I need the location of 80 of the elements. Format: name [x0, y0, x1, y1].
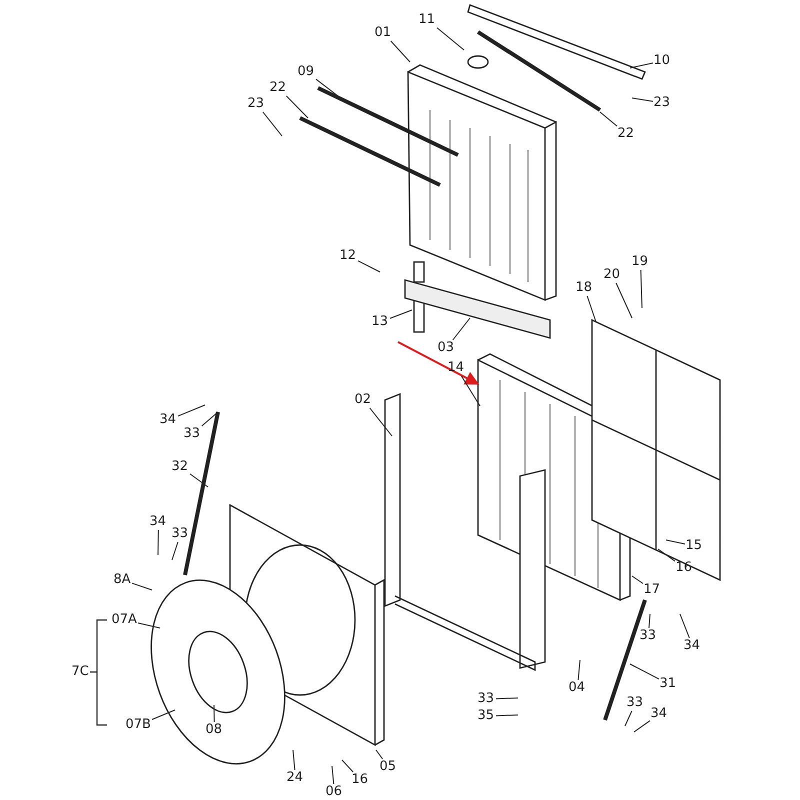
callout-number: 19: [632, 255, 648, 269]
callout-number: 11: [418, 13, 436, 27]
callout-number: 15: [686, 539, 702, 553]
callout-number: 16: [352, 773, 368, 787]
callout-number: 33: [172, 527, 188, 541]
leader-line: [630, 62, 654, 68]
leader-line: [132, 582, 152, 590]
callout-number: 13: [372, 315, 388, 329]
callout-number: 09: [298, 65, 314, 79]
callout-number: 05: [380, 760, 396, 774]
callout-number: 8A: [114, 573, 131, 587]
leader-line: [624, 710, 632, 726]
callout-number: 35: [478, 709, 494, 723]
leader-line: [390, 310, 412, 319]
callout-number: 33: [626, 696, 644, 710]
callout-number: 02: [354, 393, 372, 407]
callout-number: 33: [640, 629, 656, 643]
callout-number: 33: [184, 427, 200, 441]
leader-line: [680, 614, 690, 638]
leader-line: [262, 112, 282, 136]
leader-line: [436, 27, 464, 50]
leader-line: [496, 698, 518, 700]
callout-number: 08: [206, 723, 222, 737]
callout-number: 33: [478, 692, 494, 706]
leader-line: [630, 664, 660, 680]
leader-line: [178, 404, 206, 417]
leader-line: [390, 40, 410, 62]
leader-line: [358, 260, 380, 272]
leader-line: [452, 318, 470, 340]
leader-line: [666, 540, 686, 544]
callout-number: 34: [684, 639, 700, 653]
leader-line: [214, 704, 215, 722]
leader-line: [632, 576, 644, 584]
callout-number: 22: [618, 127, 634, 141]
callout-number: 17: [644, 583, 660, 597]
callout-number: 34: [650, 707, 668, 721]
callout-number: 34: [160, 413, 176, 427]
leader-line: [332, 766, 334, 784]
leader-line: [292, 750, 296, 770]
leader-line: [640, 270, 642, 308]
callout-number: 20: [604, 268, 620, 282]
leader-line: [648, 614, 650, 628]
leader-line: [586, 296, 596, 322]
callout-number: 06: [326, 785, 342, 799]
leader-line: [616, 282, 632, 318]
leader-line: [600, 112, 618, 127]
leader-line: [316, 78, 338, 96]
leader-line: [158, 530, 159, 556]
leader-line: [460, 376, 480, 406]
callout-number: 03: [438, 341, 454, 355]
leader-line: [496, 714, 518, 716]
leader-line: [658, 548, 676, 562]
callout-number: 01: [374, 26, 392, 40]
leader-line: [342, 760, 354, 772]
callout-number: 34: [150, 515, 166, 529]
leader-line: [632, 98, 654, 102]
leader-line: [201, 412, 218, 426]
callout-number: 18: [576, 281, 592, 295]
callout-number: 07A: [112, 613, 137, 627]
leader-line: [634, 720, 650, 732]
callout-number: 24: [286, 771, 304, 785]
callout-number: 10: [654, 54, 670, 68]
callout-number: 7C: [72, 665, 89, 679]
leader-line: [152, 710, 176, 720]
leader-line: [138, 622, 160, 628]
callout-number: 23: [248, 97, 264, 111]
callout-number: 22: [270, 81, 286, 95]
leader-line: [286, 96, 308, 118]
callout-number: 14: [448, 361, 464, 375]
callout-number: 32: [172, 460, 188, 474]
leader-line: [578, 660, 580, 680]
leader-line: [369, 408, 392, 436]
callout-number: 23: [654, 96, 670, 110]
leader-line: [172, 542, 178, 560]
callout-number: 12: [340, 249, 356, 263]
callout-number: 31: [660, 677, 676, 691]
callout-number: 04: [568, 681, 586, 695]
leader-line: [376, 750, 384, 760]
leader-line: [190, 473, 208, 488]
callout-number: 07B: [126, 718, 151, 732]
